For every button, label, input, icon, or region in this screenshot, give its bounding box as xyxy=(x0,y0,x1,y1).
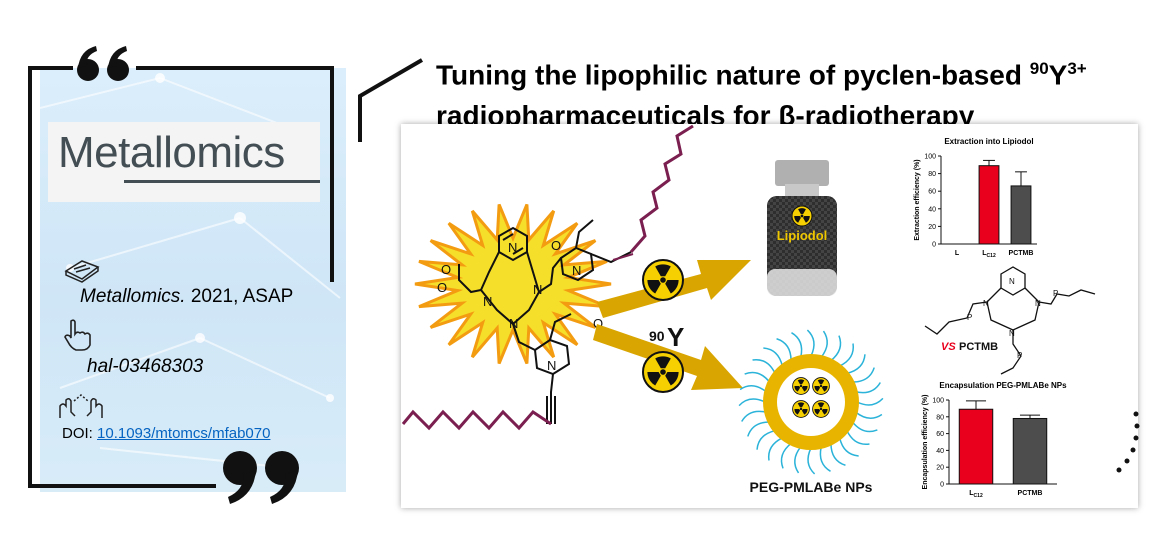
card-frame xyxy=(28,66,334,488)
y-tick-label: 40 xyxy=(928,206,936,213)
alkyl-chain-top xyxy=(629,124,694,253)
nitrogen-label: N xyxy=(483,294,492,309)
phosphorus-label: P xyxy=(1053,289,1058,298)
journal-name: Metallomics. xyxy=(80,286,186,307)
y-tick-label: 60 xyxy=(928,189,936,196)
nitrogen-label: N xyxy=(1035,299,1041,308)
y-tick-label: 20 xyxy=(928,224,936,231)
y-tick-label: 100 xyxy=(932,398,944,405)
x-tick-label: LC12 xyxy=(982,250,996,259)
nitrogen-label: N xyxy=(509,316,518,331)
bar xyxy=(1012,417,1048,485)
open-quote-icon xyxy=(77,46,129,81)
phosphorus-label: P xyxy=(967,313,972,322)
y-tick-label: 80 xyxy=(928,171,936,178)
pctmb-label: PCTMB xyxy=(959,341,998,353)
x-tick-label: L xyxy=(955,250,960,257)
title-isotope-mass: 90 xyxy=(1029,59,1049,78)
lipiodol-label: Lipiodol xyxy=(777,228,828,243)
x-tick-label: LC12 xyxy=(969,490,983,499)
starburst xyxy=(414,203,612,365)
y-tick-label: 20 xyxy=(936,465,944,472)
nitrogen-label: N xyxy=(508,240,517,255)
oxygen-label: O xyxy=(593,316,603,331)
radiation-icon xyxy=(792,377,810,395)
encapsulation-chart: Encapsulation PEG-PMLABe NPs 0 20 40 60 80 100… xyxy=(922,381,1067,499)
hal-id: hal-03468303 xyxy=(87,356,204,377)
pyclen-molecule xyxy=(458,219,632,424)
bar xyxy=(978,165,1000,245)
radiation-icon xyxy=(812,377,830,395)
nitrogen-label: N xyxy=(983,299,989,308)
nitrogen-label: N xyxy=(1009,329,1015,338)
vs-label: VS xyxy=(941,341,956,353)
newspaper-icon xyxy=(64,260,100,283)
y-tick-label: 80 xyxy=(936,414,944,421)
pctmb-molecule xyxy=(924,266,1096,375)
callout-line xyxy=(358,58,424,142)
oxygen-label: O xyxy=(437,280,447,295)
y-tick-label: 0 xyxy=(940,482,944,489)
bar xyxy=(1010,185,1032,245)
nitrogen-label: N xyxy=(547,358,556,373)
dotted-arc xyxy=(1116,411,1140,473)
pointing-hand-icon xyxy=(64,319,91,351)
x-tick-label: PCTMB xyxy=(1018,490,1043,497)
title-isotope-charge: 3+ xyxy=(1067,59,1087,78)
y-tick-label: 100 xyxy=(924,154,936,161)
journal-logo: Metallomics xyxy=(58,128,285,177)
journal-citation: Metallomics. 2021, ASAP xyxy=(80,286,293,308)
nps-label: PEG-PMLABe NPs xyxy=(750,479,873,495)
radiation-icon xyxy=(812,400,830,418)
chart-title: Extraction into Lipiodol xyxy=(944,137,1033,146)
title-line1: Tuning the lipophilic nature of pyclen-b… xyxy=(436,59,1030,91)
doi-link[interactable]: 10.1093/mtomcs/mfab070 xyxy=(97,425,271,442)
y-tick-label: 60 xyxy=(936,431,944,438)
nitrogen-label: N xyxy=(1009,277,1015,286)
isotope-mass: 90 xyxy=(649,328,665,344)
oxygen-label: O xyxy=(551,238,561,253)
radiation-icon xyxy=(642,259,684,301)
journal-logo-box xyxy=(48,122,320,202)
y-tick-label: 0 xyxy=(932,242,936,249)
lipiodol-vial xyxy=(767,160,837,296)
y-axis-label: Extraction efficiency (%) xyxy=(914,159,921,240)
logo-underline xyxy=(124,180,320,183)
oxygen-label: O xyxy=(441,262,451,277)
alkyl-chain-bottom xyxy=(401,409,552,431)
doi-prefix: DOI: xyxy=(62,425,98,442)
chart-title: Encapsulation PEG-PMLABe NPs xyxy=(939,381,1067,390)
radiation-icon xyxy=(792,400,810,418)
journal-year: 2021, ASAP xyxy=(185,286,294,307)
close-quote-icon xyxy=(223,451,299,504)
title-isotope-symbol: Y xyxy=(1048,59,1068,91)
radiation-icon xyxy=(791,205,813,227)
extraction-chart: Extraction into Lipiodol 0 20 40 60 80 100Extr… xyxy=(914,137,1037,259)
radiation-icon xyxy=(642,351,684,393)
nitrogen-label: N xyxy=(572,263,581,278)
x-tick-label: PCTMB xyxy=(1009,250,1034,257)
graphical-abstract: N N N N N N O O O O 90 Y Lipiodol PEG-PM… xyxy=(401,124,1096,499)
y-axis-label: Encapsulation efficiency (%) xyxy=(922,395,929,490)
bar xyxy=(958,408,994,485)
doi-line: DOI: 10.1093/mtomcs/mfab070 xyxy=(62,425,270,442)
hands-icon xyxy=(59,394,103,418)
y-tick-label: 40 xyxy=(936,448,944,455)
isotope-label: Y xyxy=(667,322,684,352)
nanoparticle xyxy=(738,329,884,475)
nitrogen-label: N xyxy=(533,282,542,297)
phosphorus-label: P xyxy=(1017,351,1022,360)
